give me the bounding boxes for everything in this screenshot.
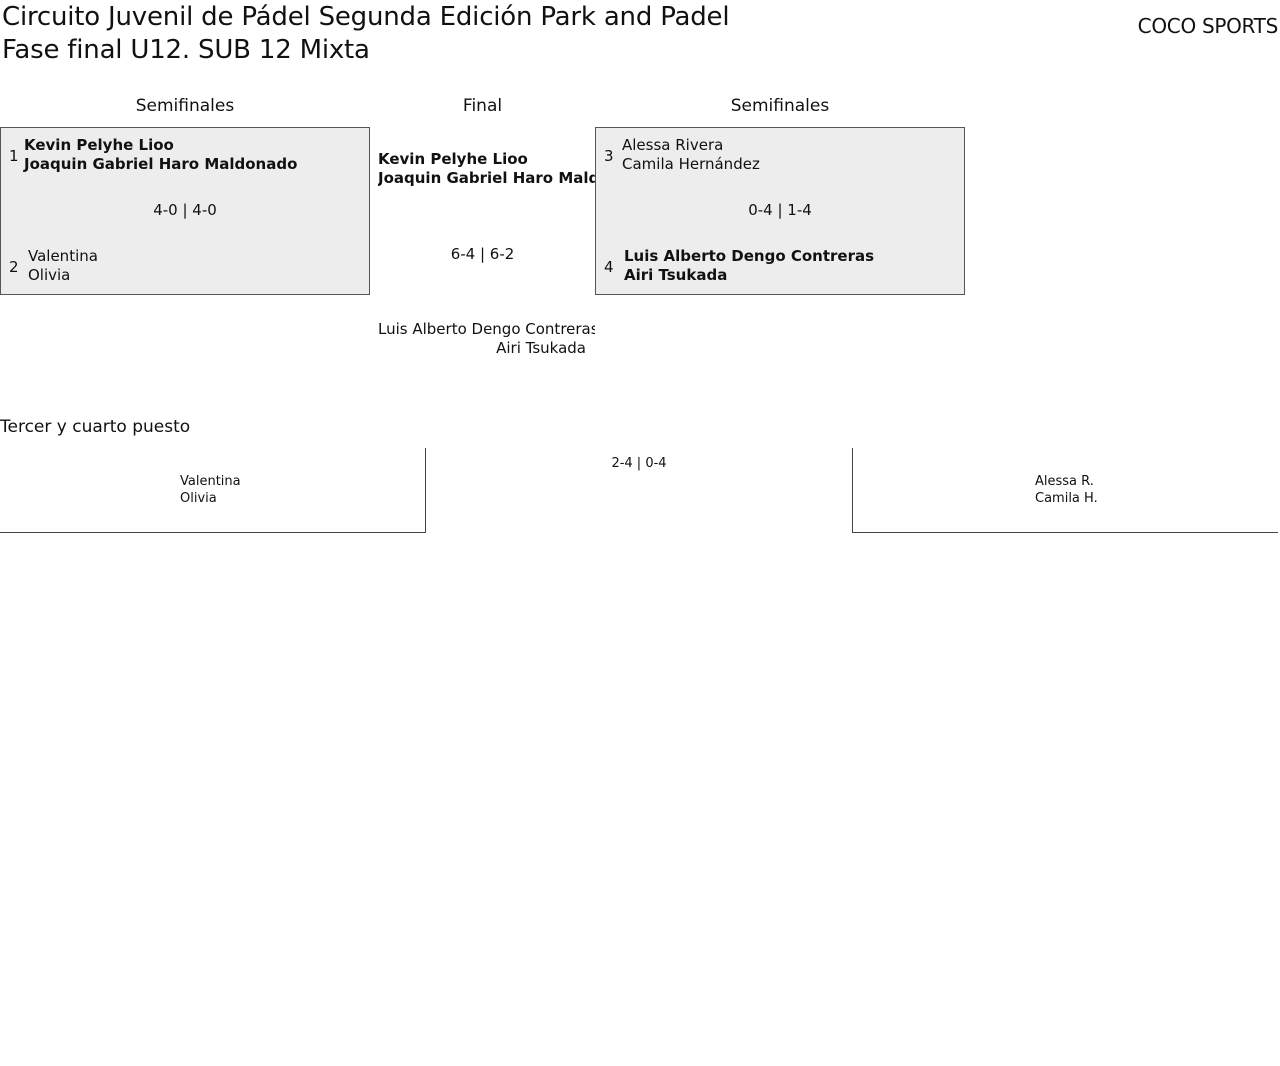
player-name: Kevin Pelyhe Lioo — [24, 136, 174, 154]
column-heading-left-semifinals: Semifinales — [135, 96, 235, 116]
player-name: Luis Alberto Dengo Contreras — [378, 320, 595, 338]
team-top: Alessa Rivera Camila Hernández — [622, 136, 760, 174]
brand-logo-text: COCO SPORTS — [1137, 14, 1279, 38]
match-score: 0-4 | 1-4 — [748, 201, 812, 219]
semifinal-right-match[interactable]: 3 Alessa Rivera Camila Hernández 0-4 | 1… — [595, 127, 965, 295]
bracket-line — [425, 448, 426, 533]
bracket-line — [852, 532, 1278, 533]
column-heading-final: Final — [462, 96, 503, 116]
player-name: Valentina — [28, 247, 98, 265]
team-bottom-winner: Luis Alberto Dengo Contreras Airi Tsukad… — [624, 247, 874, 285]
seed-number: 1 — [9, 147, 19, 165]
seed-number: 2 — [9, 258, 19, 276]
third-place-right-team: Alessa R. Camila H. — [1035, 473, 1098, 507]
semifinal-left-match[interactable]: 1 Kevin Pelyhe Lioo Joaquin Gabriel Haro… — [0, 127, 370, 295]
player-name: Camila H. — [1035, 491, 1098, 506]
player-name: Kevin Pelyhe Lioo — [378, 150, 528, 168]
column-heading-right-semifinals: Semifinales — [730, 96, 830, 116]
player-name: Alessa Rivera — [622, 136, 724, 154]
seed-number: 3 — [604, 147, 614, 165]
match-score: 4-0 | 4-0 — [153, 201, 217, 219]
team-top-winner: Kevin Pelyhe Lioo Joaquin Gabriel Haro M… — [24, 136, 297, 174]
player-name: Joaquin Gabriel Haro Maldonado — [24, 155, 298, 173]
player-name: Camila Hernández — [622, 155, 760, 173]
team-bottom: Valentina Olivia — [28, 247, 98, 285]
player-name: Valentina — [180, 474, 241, 489]
bracket-line — [0, 532, 426, 533]
seed-number: 4 — [604, 258, 614, 276]
final-score: 6-4 | 6-2 — [450, 245, 515, 263]
player-name: Olivia — [28, 266, 71, 284]
page-title: Circuito Juvenil de Pádel Segunda Edició… — [2, 2, 730, 32]
third-place-score: 2-4 | 0-4 — [611, 456, 667, 471]
player-name: Alessa R. — [1035, 474, 1094, 489]
player-name: Airi Tsukada — [496, 339, 586, 357]
third-place-heading: Tercer y cuarto puesto — [0, 417, 191, 437]
page-subtitle: Fase final U12. SUB 12 Mixta — [2, 35, 370, 65]
player-name: Luis Alberto Dengo Contreras — [624, 247, 875, 265]
final-runner-up-team: Luis Alberto Dengo Contreras Airi Tsukad… — [378, 320, 595, 358]
player-name: Olivia — [180, 491, 217, 506]
bracket-line — [852, 448, 853, 533]
third-place-left-team: Valentina Olivia — [180, 473, 241, 507]
final-winner-team: Kevin Pelyhe Lioo Joaquin Gabriel Haro M… — [378, 150, 595, 188]
player-name: Airi Tsukada — [624, 266, 728, 284]
player-name: Joaquin Gabriel Haro Maldonado — [378, 169, 595, 187]
